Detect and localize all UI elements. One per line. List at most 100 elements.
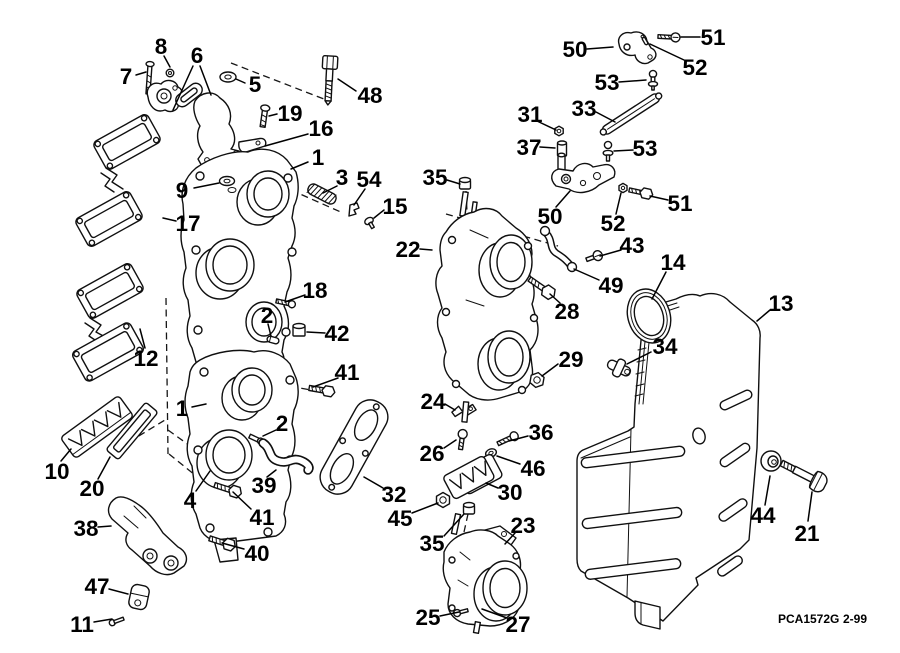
callout-leader-1 [290,161,309,170]
callout-33: 33 [571,96,596,121]
callout-leader-4 [195,470,211,492]
callout-leader-35 [446,179,461,185]
part-2-pin [266,335,280,345]
callout-leader-9 [193,182,220,189]
callout-8: 8 [155,34,168,59]
part-26-screw [457,428,468,451]
callout-leader-40 [221,542,245,550]
callout-37: 37 [516,135,541,160]
callout-26: 26 [419,441,444,466]
callout-leader-33 [595,111,616,123]
callout-22: 22 [395,237,420,262]
callout-1: 1 [312,145,325,170]
callout-2: 2 [261,303,274,328]
callout-leader-31 [536,120,557,131]
callout-leader-41 [312,377,339,388]
part-43-screw [585,249,604,263]
callout-leader-18 [284,294,306,303]
callout-leader-20 [97,456,111,480]
callout-5: 5 [249,72,262,97]
callout-leader-28 [549,293,561,304]
part-48-bolt [321,55,339,106]
callout-leader-21 [807,491,813,522]
part-1-intake-manifold-lower [184,349,299,563]
callout-leader-25 [439,611,460,617]
part-52-pin-upper [640,34,649,46]
callout-leader-7 [135,71,147,76]
part-10-reed-block [61,396,133,458]
callout-leader-53 [613,149,634,152]
part-20-reed-plate [106,402,158,460]
callout-53: 53 [594,70,619,95]
callout-leader-34 [626,351,652,365]
part-25-screw [452,608,469,618]
callout-leader-22 [419,248,433,251]
dashed-alignment-line [463,513,469,533]
callout-31: 31 [517,102,542,127]
part-22-throttle-body [435,191,539,423]
callout-50: 50 [562,37,587,62]
callout-49: 49 [598,273,623,298]
callout-12: 12 [133,346,158,371]
part-5-washer [219,71,237,83]
part-50-lever-lower [551,152,616,194]
figure-code: PCA1572G [778,612,839,626]
part-23-throttle-body-lower [442,512,528,635]
part-32-carb-gasket [319,399,389,495]
callout-leader-39 [266,469,277,478]
part-29-nut [529,371,545,389]
callout-34: 34 [652,334,678,359]
part-9-washer [218,175,236,187]
part-36-screw [496,431,519,447]
callout-24: 24 [420,389,446,414]
callout-32: 32 [381,482,406,507]
callout-leader-36 [508,435,529,442]
part-44-grommet [760,450,782,472]
callout-leader-46 [496,455,521,465]
callout-13: 13 [768,291,793,316]
callout-leader-17 [162,217,177,222]
callout-leader-52 [649,43,685,61]
part-53-ball-stud-upper [647,69,659,91]
callout-19: 19 [277,101,302,126]
callout-38: 38 [73,516,98,541]
part-52-nut-lower [618,182,628,194]
dashed-alignment-line [118,419,166,449]
part-38-bracket [107,496,188,576]
callout-53: 53 [632,136,657,161]
callout-51: 51 [700,25,725,50]
callout-leader-38 [97,525,112,528]
callout-leader-1 [191,403,207,408]
callout-leader-53 [618,79,647,83]
callout-leader-50 [586,46,614,50]
callout-41: 41 [249,505,274,530]
callout-leader-51 [649,195,669,201]
callout-6: 6 [191,43,204,68]
part-51-screw-upper [657,32,681,43]
callout-leader-15 [373,209,385,219]
part-1-intake-manifold-upper [180,148,299,381]
callout-25: 25 [415,605,440,630]
callout-leader-35 [443,513,465,537]
callout-leader-50 [555,190,571,208]
part-34-retainer [606,358,632,378]
part-35-cap-upper [458,176,472,190]
callout-leader-24 [444,403,456,411]
callout-54: 54 [356,167,382,192]
part-17-manifold-gasket [75,114,161,247]
callout-1: 1 [176,396,189,421]
dashed-alignment-line [165,297,169,455]
callout-leader-32 [363,476,384,489]
part-41-bolt-upper [308,384,336,398]
callout-leader-23 [504,532,516,545]
callout-20: 20 [79,476,104,501]
callout-leader-6 [172,65,194,111]
callout-leader-42 [306,331,326,334]
part-35-cap-lower [462,501,476,515]
callout-leader-2 [262,429,277,437]
callout-43: 43 [619,233,644,258]
callout-52: 52 [682,55,707,80]
callout-leader-30 [485,482,499,489]
